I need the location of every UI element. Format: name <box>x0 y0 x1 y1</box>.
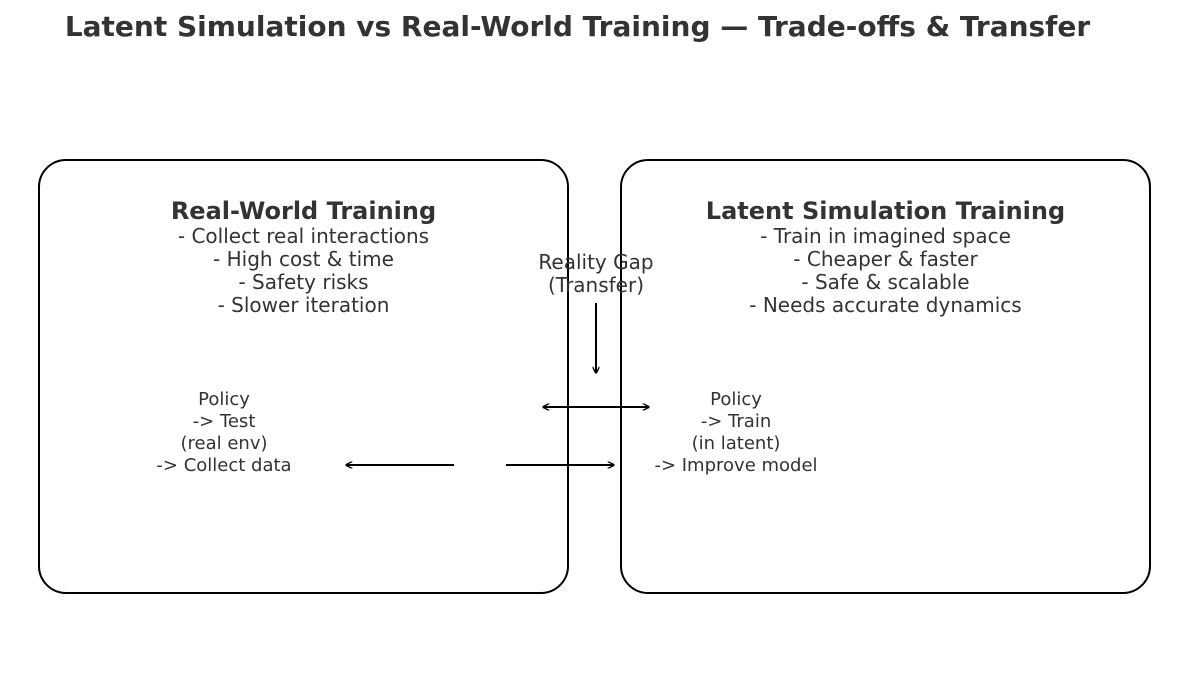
real-world-title: Real-World Training <box>170 197 437 225</box>
real-world-header: Real-World Training - Collect real inter… <box>40 197 567 317</box>
reality-gap-line: Reality Gap <box>538 250 654 274</box>
latent-sim-bullet: - Needs accurate dynamics <box>749 293 1022 317</box>
latent-sim-title: Latent Simulation Training <box>705 197 1066 225</box>
reality-gap-line: (Transfer) <box>547 273 645 297</box>
real-world-policy-line: -> Test <box>192 411 256 432</box>
real-world-policy-block: Policy -> Test (real env) -> Collect dat… <box>124 389 324 477</box>
latent-sim-policy-line: -> Improve model <box>654 455 818 476</box>
real-world-policy-line: Policy <box>198 389 250 410</box>
latent-sim-policy-block: Policy -> Train (in latent) -> Improve m… <box>636 389 836 477</box>
reality-gap-label: Reality Gap (Transfer) <box>516 251 676 297</box>
latent-sim-bullet: - Train in imagined space <box>760 224 1011 248</box>
latent-sim-policy-line: Policy <box>710 389 762 410</box>
diagram-title: Latent Simulation vs Real-World Training… <box>64 10 1091 43</box>
real-world-bullet: - High cost & time <box>213 247 394 271</box>
real-world-training-panel: Real-World Training - Collect real inter… <box>38 159 569 594</box>
real-world-policy-line: (real env) <box>180 433 268 454</box>
real-world-bullet: - Safety risks <box>238 270 369 294</box>
latent-sim-header: Latent Simulation Training - Train in im… <box>622 197 1149 317</box>
latent-sim-policy-line: -> Train <box>700 411 772 432</box>
latent-sim-bullet: - Cheaper & faster <box>793 247 978 271</box>
latent-simulation-training-panel: Latent Simulation Training - Train in im… <box>620 159 1151 594</box>
latent-sim-bullet: - Safe & scalable <box>801 270 970 294</box>
real-world-policy-line: -> Collect data <box>156 455 292 476</box>
latent-sim-policy-line: (in latent) <box>691 433 781 454</box>
real-world-bullet: - Slower iteration <box>217 293 390 317</box>
real-world-bullet: - Collect real interactions <box>177 224 430 248</box>
